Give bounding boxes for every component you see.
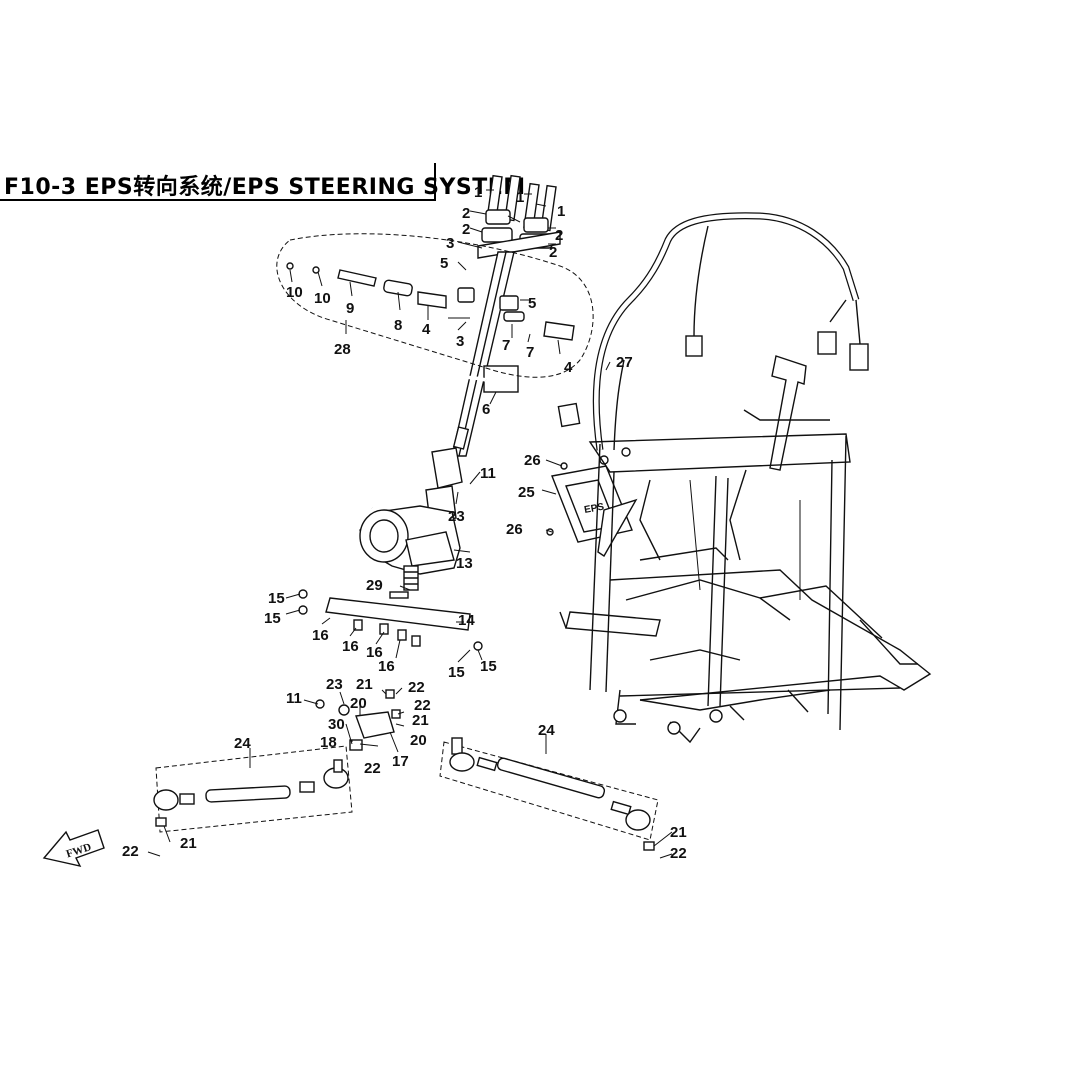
callout: 2 [462,221,470,238]
callout: 16 [342,638,359,655]
callout: 16 [378,658,395,675]
callout: 22 [408,679,425,696]
callout: 21 [670,824,687,841]
callout: 24 [538,722,555,739]
callout: 2 [555,227,563,244]
callouts: 1 1 1 1 2 2 2 2 2 3 3 4 4 5 5 6 7 7 8 9 … [122,184,687,862]
vehicle-frame [559,355,932,744]
callout: 20 [410,732,427,749]
left-tie-rod [153,745,353,833]
callout: 22 [670,845,687,862]
callout: 30 [328,716,345,733]
main-harness [592,212,869,465]
callout: 6 [482,401,490,418]
ecu-label: EPS [583,502,605,516]
leader-lines [147,189,673,859]
callout: 28 [334,341,351,358]
pitman-linkage [315,689,401,751]
callout: 3 [456,333,464,350]
callout: 15 [268,590,285,607]
callout: 1 [516,189,524,206]
callout: 22 [364,760,381,777]
callout: 15 [448,664,465,681]
callout: 4 [422,321,431,338]
support-plate [298,589,483,651]
callout: 8 [394,317,402,334]
callout: 11 [286,690,302,707]
callout: 21 [180,835,197,852]
callout: 11 [480,465,496,482]
callout: 1 [474,184,482,201]
callout: 13 [456,555,473,572]
diagram-title-box: F10-3 EPS转向系统/EPS STEERING SYSTEM [0,163,525,201]
motor-harness [347,375,581,522]
callout: 23 [326,676,343,693]
callout: 23 [448,508,465,525]
callout: 15 [480,658,497,675]
eps-motor-unit [359,505,461,591]
callout: 5 [528,295,536,312]
callout: 18 [320,734,337,751]
callout: 10 [314,290,331,307]
callout: 21 [356,676,373,693]
callout: 1 [557,203,565,220]
callout: 16 [312,627,329,644]
callout: 25 [518,484,535,501]
callout: 22 [414,697,431,714]
callout: 24 [234,735,251,752]
callout: 16 [366,644,383,661]
forward-arrow-icon: FWD [42,829,105,868]
upper-mount-bolts [477,174,561,259]
callout: 20 [350,695,367,712]
callout: 7 [526,344,534,361]
callout: 26 [524,452,541,469]
diagram-title: F10-3 EPS转向系统/EPS STEERING SYSTEM [4,175,526,200]
callout: 15 [264,610,281,627]
callout: 9 [346,300,354,317]
callout: 2 [549,244,557,261]
callout: 14 [458,612,475,629]
callout: 5 [440,255,448,272]
callout: 7 [502,337,510,354]
callout: 17 [392,753,409,770]
callout: 4 [564,359,573,376]
right-tie-rod [439,737,659,851]
kit-28-outline [276,233,594,378]
callout: 27 [616,354,633,371]
callout: 3 [446,235,454,252]
callout: 10 [286,284,303,301]
callout: 22 [122,843,139,860]
eps-ecu: EPS [546,462,638,557]
callout: 21 [412,712,429,729]
callout: 2 [462,205,470,222]
callout: 29 [366,577,383,594]
callout: 26 [506,521,523,538]
